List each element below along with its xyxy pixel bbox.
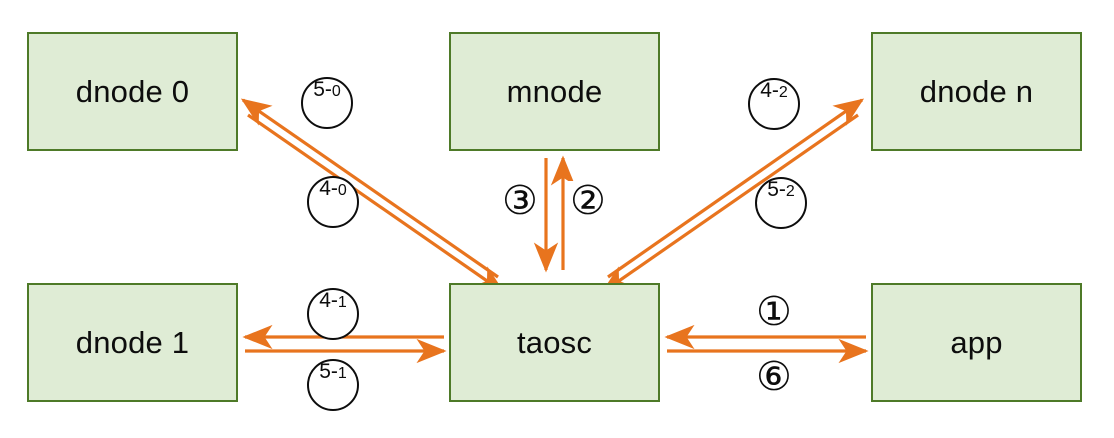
node-label: dnode 0 [75, 73, 190, 109]
step-major: 4 [319, 177, 331, 200]
step-label-3: ③ [500, 178, 540, 224]
step-label-5-1: 5 - 1 [307, 359, 359, 411]
node-taosc[interactable]: taosc [449, 283, 660, 402]
step-minor: 0 [331, 83, 341, 100]
node-dnode-1[interactable]: dnode 1 [27, 283, 238, 402]
step-dash: - [330, 360, 338, 383]
step-label-6: ⑥ [754, 354, 794, 400]
node-mnode[interactable]: mnode [449, 32, 660, 151]
step-minor: 1 [337, 365, 347, 382]
step-dash: - [330, 289, 338, 312]
step-dash: - [330, 177, 338, 200]
step-label-4-1: 4 - 1 [307, 288, 359, 340]
step-dash: - [778, 178, 786, 201]
step-label-5-0: 5 - 0 [301, 77, 353, 129]
arrow-taosc-to-dnoden [607, 98, 865, 279]
node-label: dnode n [919, 73, 1034, 109]
step-minor: 0 [337, 182, 347, 199]
step-major: 4 [760, 79, 772, 102]
step-minor: 1 [337, 294, 347, 311]
step-label-2: ② [568, 178, 608, 224]
step-major: 5 [767, 178, 779, 201]
step-label-4-2: 4 - 2 [748, 78, 800, 130]
step-label-4-0: 4 - 0 [307, 176, 359, 228]
node-label: dnode 1 [75, 324, 190, 360]
step-label-1: ① [754, 289, 794, 335]
node-dnode-n[interactable]: dnode n [871, 32, 1082, 151]
step-dash: - [324, 78, 332, 101]
step-minor: 2 [778, 84, 788, 101]
arrow-dnoden-to-taosc [600, 113, 859, 294]
arrow-taosc-to-dnode0 [240, 98, 499, 279]
node-dnode-0[interactable]: dnode 0 [27, 32, 238, 151]
step-major: 5 [313, 78, 325, 101]
step-major: 5 [319, 360, 331, 383]
node-app[interactable]: app [871, 283, 1082, 402]
arrow-dnode0-to-taosc [247, 113, 506, 294]
node-label: taosc [516, 324, 593, 360]
step-major: 4 [319, 289, 331, 312]
step-dash: - [771, 79, 779, 102]
step-minor: 2 [785, 183, 795, 200]
step-label-5-2: 5 - 2 [755, 177, 807, 229]
node-label: mnode [506, 73, 603, 109]
node-label: app [950, 324, 1003, 360]
